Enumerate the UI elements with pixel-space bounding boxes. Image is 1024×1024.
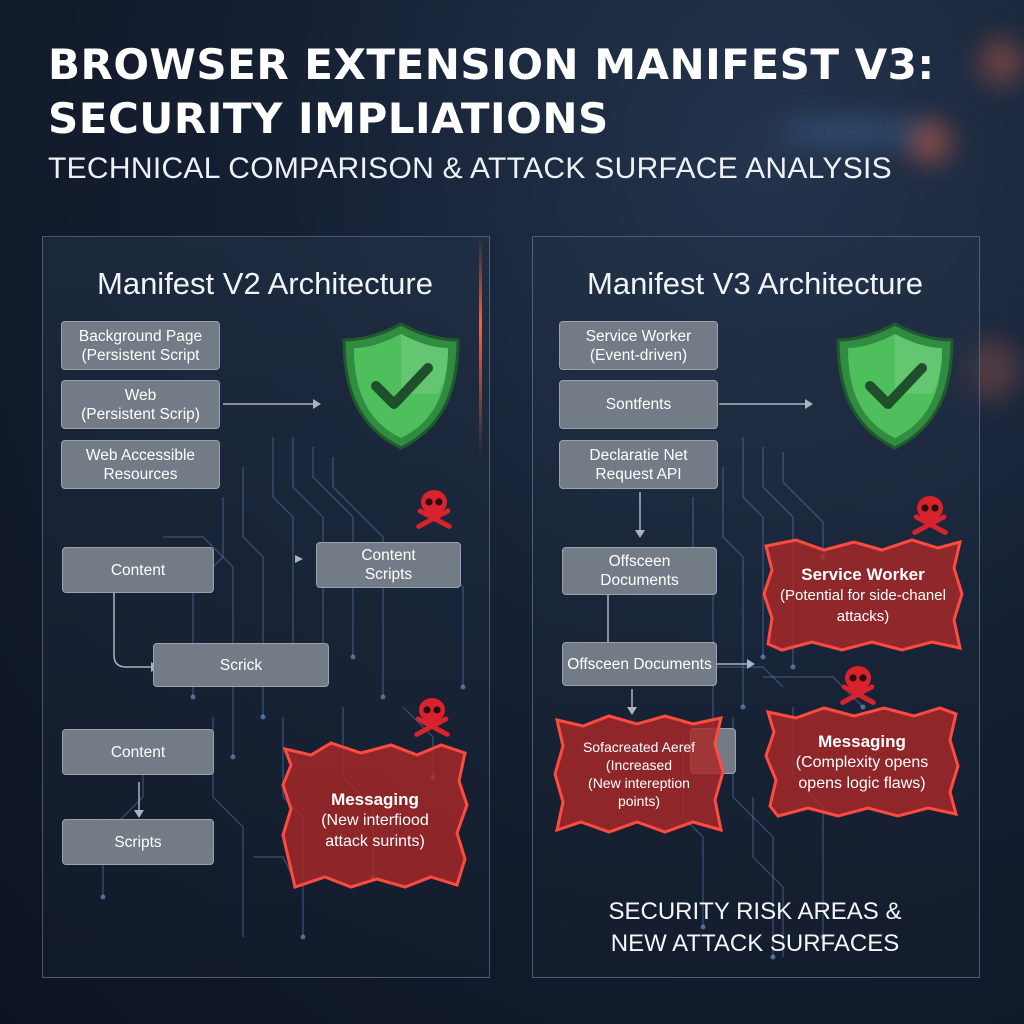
risk-desc: (Potential for side-chanel — [780, 586, 946, 604]
background-glow — [910, 122, 950, 162]
box-line: (Persistent Script — [81, 346, 200, 364]
shield-check-icon — [342, 322, 460, 450]
risk-messaging-v2: Messaging (New interfiood attack surints… — [281, 741, 469, 889]
box-line: Web — [124, 386, 157, 404]
offscreen-documents-box: Offsceen Documents — [562, 547, 717, 595]
offscreen-documents-box: Offsceen Documents — [562, 642, 717, 686]
box-label: Content — [110, 561, 166, 579]
box-label: Sontfents — [605, 396, 672, 413]
box-line: Content — [361, 547, 416, 564]
risk-service-worker: Service Worker (Potential for side-chane… — [762, 538, 964, 652]
page-title-line-1: BROWSER EXTENSION MANIFEST V3: — [48, 40, 935, 89]
risk-title: Sofacreated Aeref — [582, 739, 696, 755]
box-line: Scripts — [364, 566, 413, 583]
caption-line: SECURITY RISK AREAS & — [608, 898, 902, 925]
content-box: Content — [62, 729, 214, 775]
risk-desc: points) — [617, 793, 661, 809]
box-line: (Persistent Scrip) — [81, 405, 200, 423]
jagged-burst-shape — [764, 706, 960, 818]
jagged-burst-shape — [281, 741, 469, 889]
page-title: BROWSER EXTENSION MANIFEST V3: SECURITY … — [48, 38, 978, 146]
box-label: Scripts — [114, 833, 162, 851]
box-line: Background Page — [78, 327, 203, 345]
box-line: Offsceen — [608, 553, 671, 570]
risk-title: Messaging — [331, 789, 419, 809]
box-line: Documents — [600, 572, 679, 589]
risk-desc: (Complexity opens — [795, 753, 929, 771]
box-line: Web Accessible — [85, 446, 196, 464]
risk-desc: (Increased — [605, 757, 673, 773]
web-accessible-resources-box: Web Accessible Resources — [61, 440, 220, 489]
risk-attack-surface: Sofacreated Aeref (Increased (New intere… — [553, 714, 725, 834]
shield-check-icon — [836, 322, 954, 450]
v3-panel-title: Manifest V3 Architecture — [587, 266, 923, 301]
risk-areas-caption: SECURITY RISK AREAS & NEW ATTACK SURFACE… — [532, 896, 978, 960]
background-page-box: Background Page (Persistent Script — [61, 321, 220, 370]
background-glow — [980, 40, 1024, 84]
box-line: Resources — [103, 465, 178, 483]
scrick-box: Scrick — [153, 643, 329, 687]
jagged-burst-shape — [762, 538, 964, 652]
box-line: Declaratie Net — [589, 446, 688, 464]
caption-line: NEW ATTACK SURFACES — [610, 930, 900, 957]
risk-desc: (New intereption — [588, 775, 690, 791]
scripts-box: Scripts — [62, 819, 214, 865]
box-label: Scrick — [219, 656, 263, 674]
declarative-net-request-box: Declaratie Net Request API — [559, 440, 718, 489]
skull-crossbones-icon — [414, 698, 450, 737]
box-line: Service Worker — [585, 327, 692, 345]
v2-panel-title: Manifest V2 Architecture — [97, 266, 433, 301]
risk-desc: attacks) — [836, 607, 890, 625]
sontfents-box: Sontfents — [559, 380, 718, 429]
content-box: Content — [62, 547, 214, 593]
page-subtitle: TECHNICAL COMPARISON & ATTACK SURFACE AN… — [48, 152, 892, 185]
skull-crossbones-icon — [840, 666, 876, 705]
page-title-line-2: SECURITY IMPLIATIONS — [48, 94, 609, 143]
risk-messaging-v3: Messaging (Complexity opens opens logic … — [764, 706, 960, 818]
skull-crossbones-icon — [912, 496, 948, 535]
risk-desc: (New interfiood — [321, 811, 429, 829]
risk-desc: opens logic flaws) — [798, 774, 926, 792]
content-scripts-box: Content Scripts — [316, 542, 461, 588]
risk-title: Service Worker — [801, 564, 925, 584]
box-line: Request API — [595, 465, 682, 483]
service-worker-box: Service Worker (Event-driven) — [559, 321, 718, 370]
background-glow — [780, 120, 930, 144]
jagged-burst-shape — [553, 714, 725, 834]
web-box: Web (Persistent Scrip) — [61, 380, 220, 429]
risk-title: Messaging — [818, 731, 906, 751]
accent-line — [479, 237, 482, 457]
risk-desc: attack surints) — [325, 832, 425, 850]
box-line: (Event-driven) — [589, 346, 688, 364]
skull-crossbones-icon — [416, 490, 452, 529]
box-label: Content — [110, 743, 166, 761]
box-label: Offsceen Documents — [567, 655, 712, 673]
